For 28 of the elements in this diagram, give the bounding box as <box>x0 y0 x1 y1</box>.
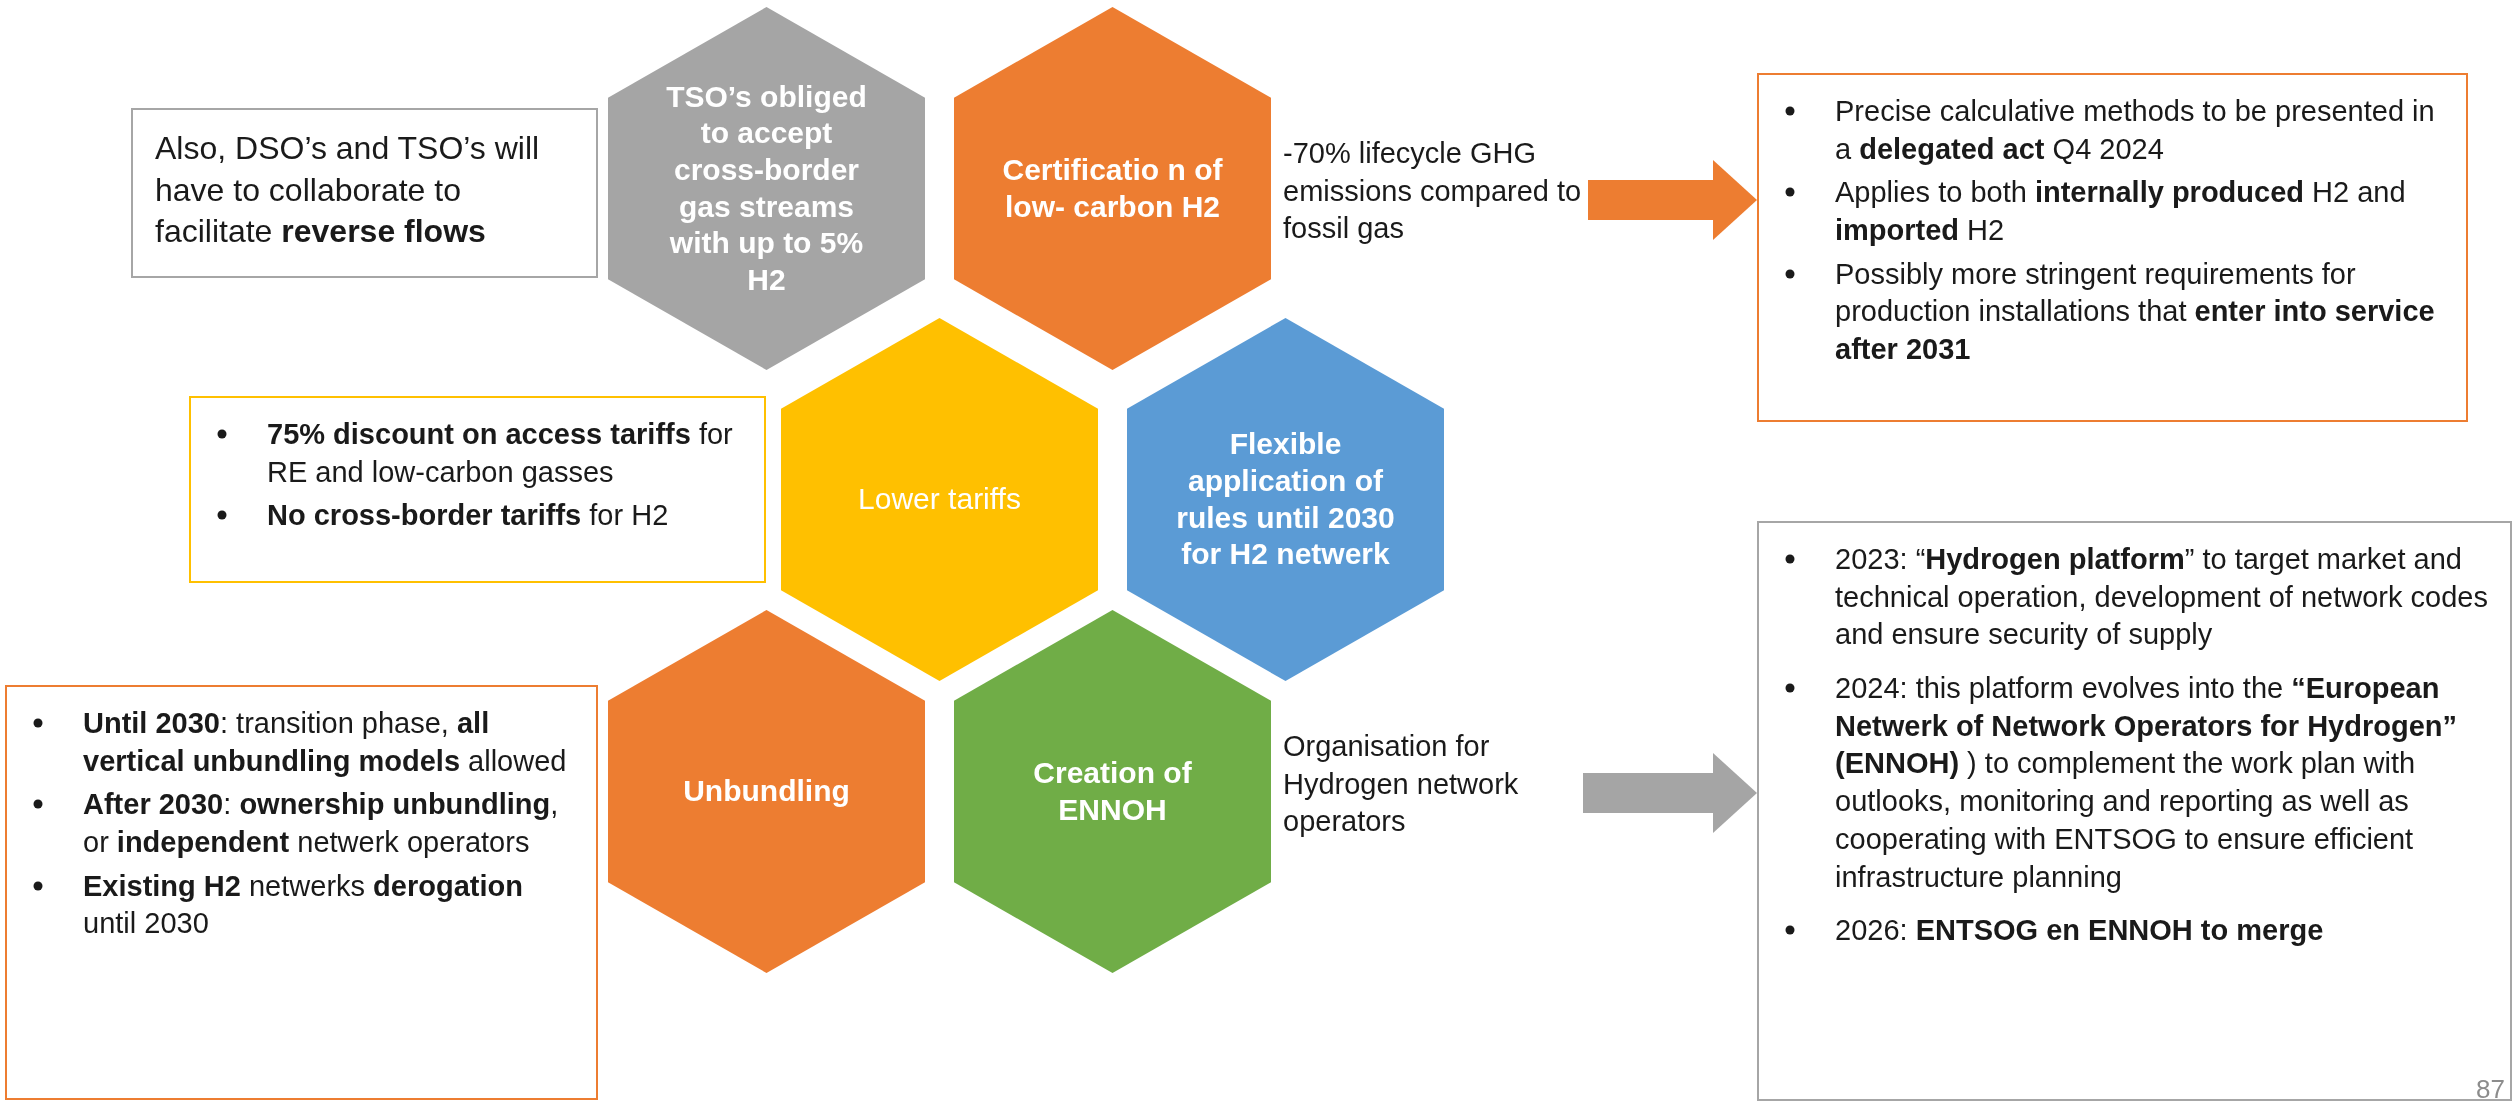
bullet-text: 2023: “Hydrogen platform” to target market and technical operation, development of network codes and ensure security of supply <box>1835 542 2489 653</box>
hexagon-label: Lower tariffs <box>857 481 1022 518</box>
hexagon <box>1127 318 1444 681</box>
bullet-text: Existing H2 netwerks derogation until 2030 <box>83 868 524 942</box>
bullet-text: No cross-border tariffs for H2 <box>267 498 669 534</box>
hexagon <box>608 610 925 973</box>
box-text: Also, DSO’s and TSO’s will have to collaborate to facilitate reverse flows <box>155 129 541 252</box>
note-text: Organisation for Hydrogen network operators <box>1283 728 1583 858</box>
hexagon <box>954 610 1271 973</box>
page-number: 87 <box>2476 1074 2505 1105</box>
hexagon-label: Flexible application of rules until 2030 for H2 netwerk <box>1175 426 1396 573</box>
bullet-text: 2026: ENTSOG en ENNOH to merge <box>1835 913 2324 949</box>
hexagon-label: TSO’s obliged to accept cross-border gas streams with up to 5% H2 <box>665 78 868 298</box>
hexagon-label: Creation of ENNOH <box>1032 754 1193 828</box>
bullet-text: Applies to both internally produced H2 and imported H2 <box>1835 175 2407 249</box>
hexagon <box>954 7 1271 370</box>
bullet-list-box <box>5 685 598 1100</box>
hexagon <box>781 318 1098 681</box>
text-box <box>131 108 598 278</box>
bullet-text: Possibly more stringent requirements for production installations that enter into service after 2031 <box>1835 256 2436 368</box>
bullet-text: 2024: this platform evolves into the “European Netwerk of Network Operators for Hydrogen” (ENNOH) ) to complement the work plan with outlooks, monitoring and reporting as well as cooperating with ENTSOG to ensure efficient infrastructure planning <box>1835 671 2458 895</box>
bullet-list-box <box>1757 73 2468 422</box>
bullet-list-box <box>1757 521 2512 1101</box>
bullet-list-box <box>189 396 766 583</box>
note-text: -70% lifecycle GHG emissions compared to fossil gas <box>1283 135 1588 265</box>
hexagon-label: Unbundling <box>682 773 851 810</box>
hexagon <box>608 7 925 370</box>
hexagon-label: Certificatio n of low- carbon H2 <box>1001 151 1224 225</box>
